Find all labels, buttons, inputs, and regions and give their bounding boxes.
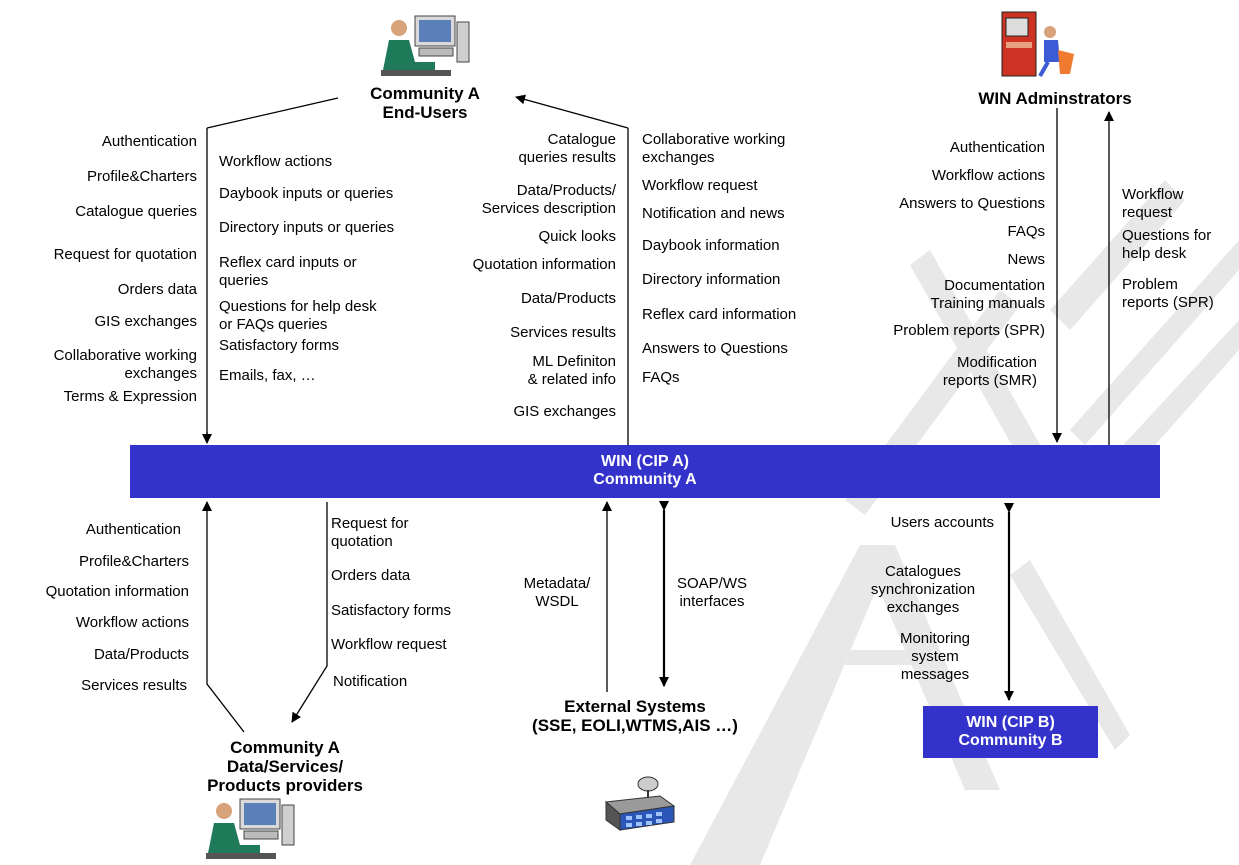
flow-label: Daybook information	[642, 237, 780, 254]
flow-label: Notification	[333, 673, 408, 690]
user-computer-icon	[206, 798, 295, 859]
arrow-bus-to-providers	[291, 502, 328, 723]
flow-label: Problem reports (SPR)	[1122, 276, 1214, 311]
flow-label: Orders data	[331, 567, 411, 584]
flow-label: Reflex card information	[642, 306, 797, 323]
flow-label: Workflow request	[1122, 186, 1184, 221]
flow-label: Workflow actions	[75, 614, 189, 631]
flow-label: Data/Products	[520, 290, 616, 307]
flow-label: Problem reports (SPR)	[893, 322, 1045, 339]
flow-label: Workflow request	[331, 636, 447, 653]
flow-label: Answers to Questions	[899, 195, 1045, 212]
external-systems: External Systems (SSE, EOLI,WTMS,AIS …)	[532, 697, 738, 735]
flow-label: Data/Products/ Services description	[481, 182, 616, 217]
flow-label: Users accounts	[890, 514, 994, 531]
user-computer-icon	[381, 15, 470, 76]
flow-label: Collaborative working exchanges	[53, 347, 197, 382]
flow-label: Request for quotation	[53, 246, 197, 263]
arrow-providers-to-bus	[202, 501, 245, 733]
flow-label: FAQs	[1007, 223, 1045, 240]
win-cip-a-bus: WIN (CIP A) Community A	[130, 445, 1160, 498]
flow-label: Satisfactory forms	[219, 337, 340, 354]
flow-label: Emails, fax, …	[219, 367, 316, 384]
flow-label: Directory inputs or queries	[219, 219, 395, 236]
flow-label: Authentication	[85, 521, 181, 538]
flow-label: Collaborative working exchanges	[642, 131, 786, 166]
flow-label: Quotation information	[472, 256, 616, 273]
flow-label: Monitoring system messages	[899, 630, 971, 683]
flow-label: Workflow actions	[219, 153, 333, 170]
flow-label: Documentation Training manuals	[930, 277, 1046, 312]
flow-label: Daybook inputs or queries	[219, 185, 394, 202]
flow-label: Orders data	[117, 281, 197, 298]
building-satellite-icon	[604, 776, 676, 831]
flow-label: Workflow actions	[931, 167, 1045, 184]
flow-label: Quick looks	[538, 228, 616, 245]
flow-label: GIS exchanges	[94, 313, 197, 330]
flow-label: News	[1007, 251, 1045, 268]
flow-label: Profile&Charters	[86, 168, 197, 185]
flow-label: SOAP/WS interfaces	[676, 575, 747, 610]
flow-label: Authentication	[101, 133, 197, 150]
flow-label: Modification reports (SMR)	[942, 354, 1037, 389]
win-cip-a-label: WIN (CIP A) Community A	[593, 453, 697, 488]
flow-label: Terms & Expression	[63, 388, 197, 405]
flow-label: Services results	[81, 677, 187, 694]
flow-label: Satisfactory forms	[331, 602, 452, 619]
flow-label: Authentication	[949, 139, 1045, 156]
flow-label: Data/Products	[93, 646, 189, 663]
flow-label: Notification and news	[642, 205, 785, 222]
flow-label: Services results	[510, 324, 616, 341]
community-a-providers: Community A Data/Services/ Products prov…	[207, 738, 363, 795]
flow-label: GIS exchanges	[513, 403, 616, 420]
flow-label: FAQs	[642, 369, 680, 386]
flow-label: Catalogues synchronization exchanges	[870, 563, 976, 616]
flow-label: Profile&Charters	[78, 553, 189, 570]
community-a-end-users: Community A End-Users	[370, 84, 480, 122]
win-administrators: WIN Adminstrators	[978, 89, 1132, 108]
flow-label: Reflex card inputs or queries	[219, 254, 357, 289]
flow-label: Request for quotation	[331, 515, 409, 550]
flow-label: Quotation information	[45, 583, 189, 600]
flow-label: ML Definiton & related info	[527, 353, 616, 388]
win-cip-b-label: WIN (CIP B) Community B	[958, 714, 1063, 749]
flow-label: Metadata/ WSDL	[523, 575, 591, 610]
flow-label: Catalogue queries results	[518, 131, 616, 166]
win-cip-b-box: WIN (CIP B) Community B	[923, 706, 1098, 758]
flow-label: Answers to Questions	[642, 340, 788, 357]
flow-label: Directory information	[642, 271, 781, 288]
flow-label: Workflow request	[642, 177, 758, 194]
administrator-console-icon	[1001, 11, 1074, 77]
flow-label: Catalogue queries	[75, 203, 197, 220]
flow-label: Questions for help desk or FAQs queries	[219, 298, 377, 333]
flow-label: Questions for help desk	[1122, 227, 1212, 262]
